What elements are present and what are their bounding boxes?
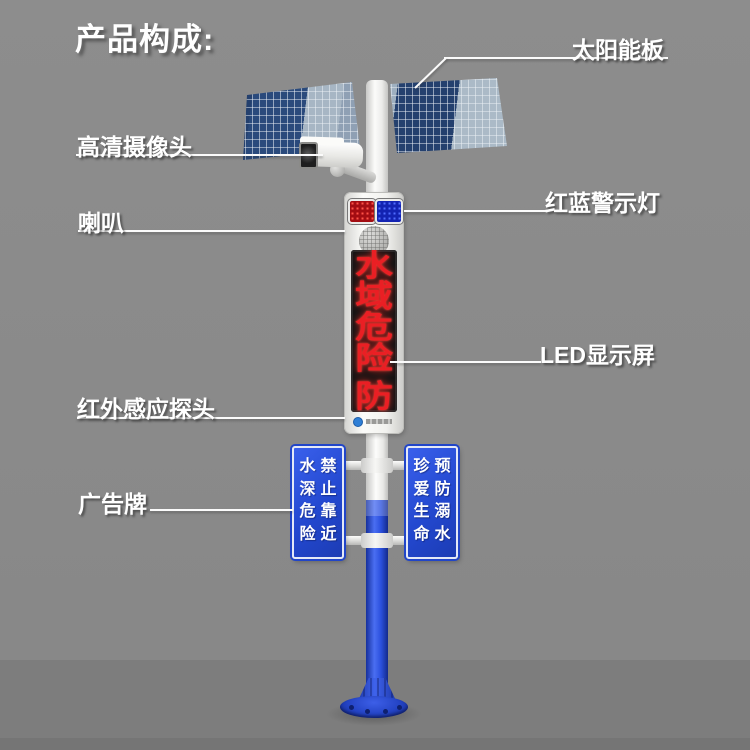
brand-logo (353, 416, 392, 427)
callout-line-ir (77, 417, 345, 419)
solar-cells-grid (390, 78, 507, 153)
callout-line-camera (76, 154, 323, 156)
pole-base-plate (340, 696, 408, 718)
label-warning-light: 红蓝警示灯 (545, 190, 660, 216)
led-screen: 水域危险 防 (351, 250, 397, 412)
label-led-display: LED显示屏 (540, 342, 655, 368)
base-bolt (383, 709, 388, 714)
base-bolt (349, 705, 354, 710)
sign-text-column: 禁止靠近 (320, 458, 337, 544)
pole-blue-section (366, 500, 388, 692)
sign-text-column: 预防溺水 (434, 458, 451, 544)
sign-text-column: 珍爱生命 (413, 458, 430, 544)
blue-beacon-light (375, 199, 403, 224)
label-ir-sensor: 红外感应探头 (77, 396, 215, 422)
display-unit: 水域危险 防 (344, 192, 404, 434)
warning-sign-left: 水深危险 禁止靠近 (292, 446, 344, 559)
label-hd-camera: 高清摄像头 (77, 134, 192, 160)
label-billboard: 广告牌 (78, 491, 147, 517)
callout-line-horn (78, 230, 345, 232)
pole-top-section (366, 80, 388, 195)
pole-clamp-top (361, 458, 393, 473)
led-text-main: 水域危险 (355, 250, 393, 376)
brand-logo-icon (353, 416, 363, 427)
led-text-secondary: 防 (355, 379, 393, 412)
callout-line-warning (404, 210, 546, 212)
label-horn: 喇叭 (78, 210, 124, 236)
callout-line-ad (150, 509, 293, 511)
warning-sign-right: 珍爱生命 预防溺水 (406, 446, 458, 559)
background-bottom-strip (0, 738, 750, 750)
page-title: 产品构成: (75, 22, 215, 57)
pole-clamp-bottom (361, 533, 393, 548)
solar-panel-right (390, 78, 507, 153)
brand-logo-text (366, 419, 392, 424)
label-solar-panel: 太阳能板 (572, 37, 664, 63)
base-bolt (365, 709, 370, 714)
sign-text-column: 水深危险 (299, 458, 316, 544)
base-bolt (397, 705, 402, 710)
callout-line-led (390, 361, 541, 363)
callout-line-solar (444, 57, 668, 59)
red-beacon-light (348, 199, 376, 224)
